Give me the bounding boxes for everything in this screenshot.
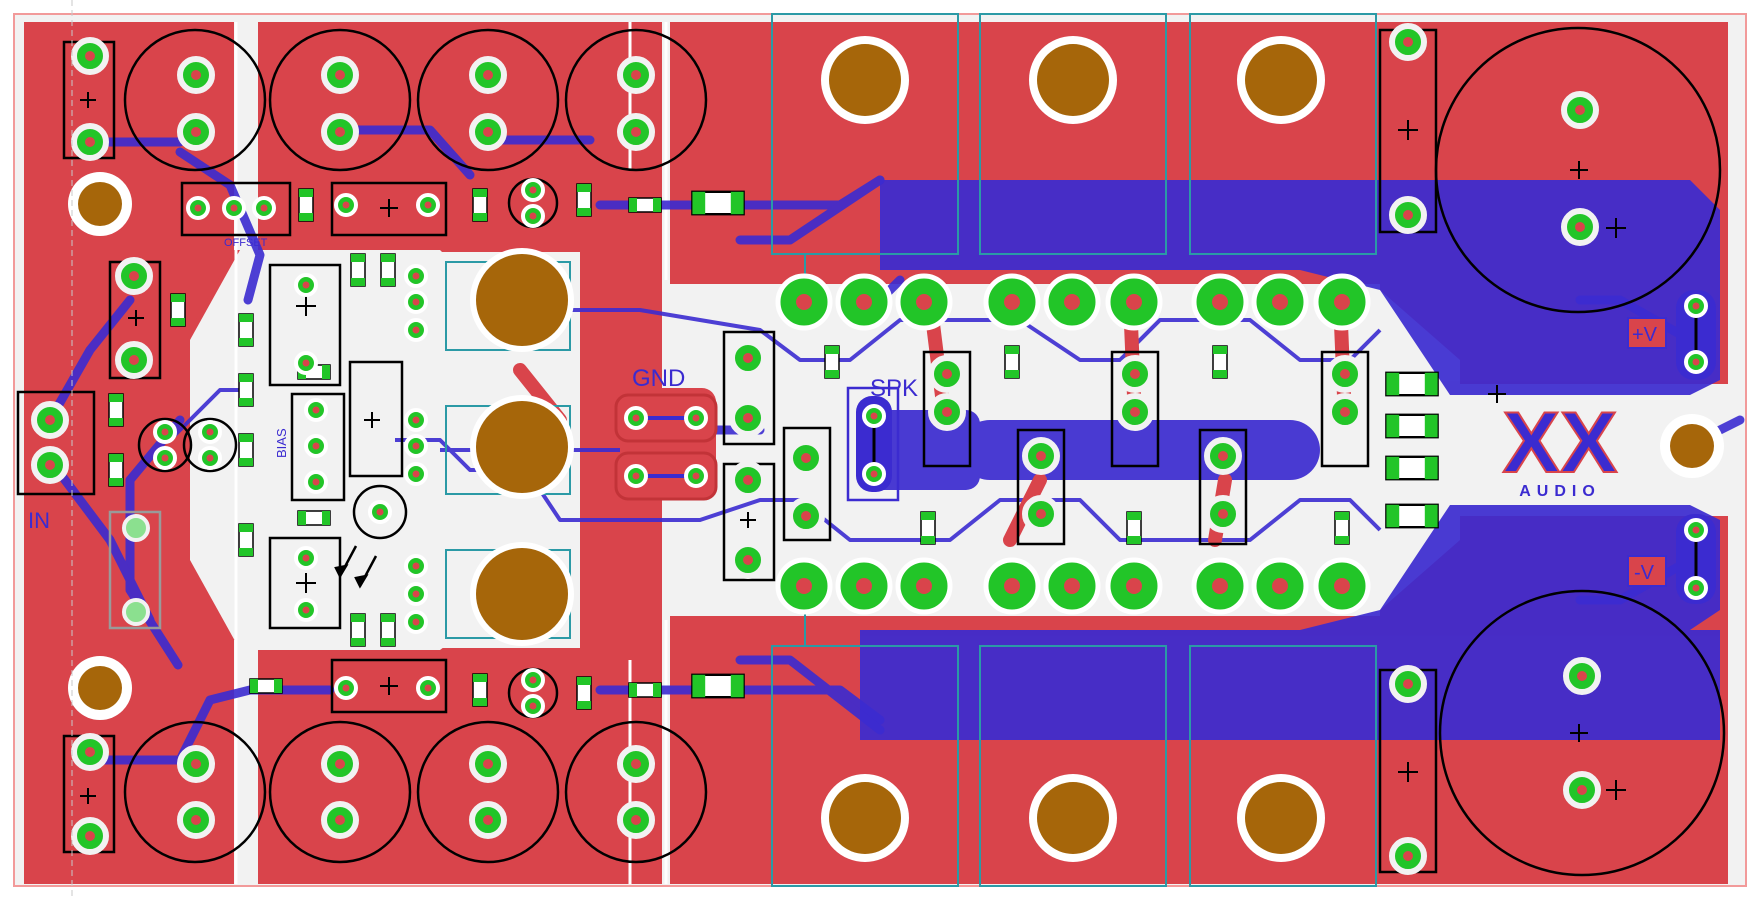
label-bias: BIAS [274,428,289,458]
logo-mark: XX [1503,395,1618,491]
mounting-holes [68,36,1724,862]
label-spk: SPK [870,375,918,402]
label-in: IN [28,508,50,533]
label-gnd: GND [632,365,685,392]
plus-v-tag [1627,317,1667,349]
spk-terminal [856,396,892,492]
label-minus-v: -V [1634,562,1655,584]
through-hole-pads [34,26,1598,872]
logo: XX AUDIO [1502,394,1619,500]
label-offset: OFFSET [224,237,268,249]
transistor-pads [775,273,1371,615]
silk-outline-ghost [108,510,162,630]
silk-labels: IN GND SPK +V -V BIAS OFFSET [28,237,1667,587]
supply-terminals [1676,290,1716,604]
minus-v-tag [1627,555,1667,587]
logo-subtitle: AUDIO [1519,483,1601,500]
label-plus-v: +V [1632,324,1658,346]
led-arrows [334,545,378,589]
polarity-marks [80,92,1626,804]
gnd-terminal [614,393,718,501]
